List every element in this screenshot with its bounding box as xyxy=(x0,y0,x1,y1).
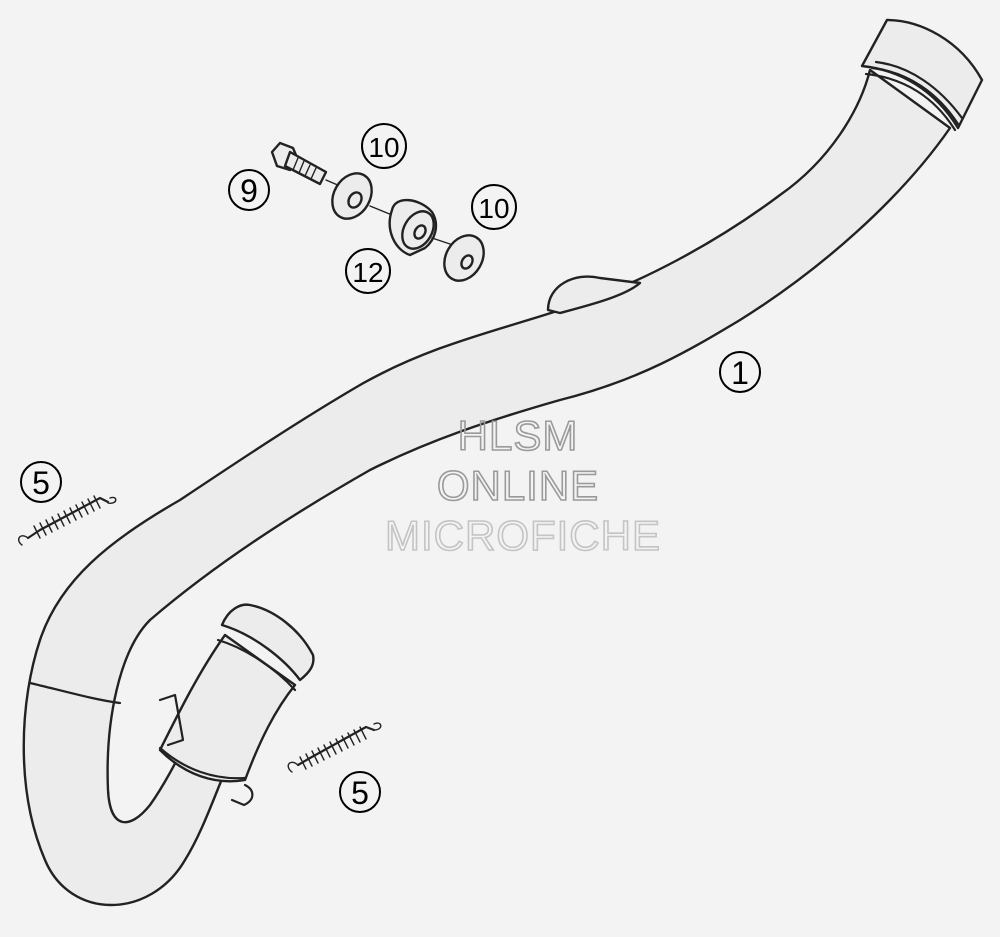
callout-spring-lower[interactable]: 5 xyxy=(339,771,381,813)
callout-washer-top[interactable]: 10 xyxy=(361,123,407,169)
watermark-line3: MICROFICHE xyxy=(385,512,661,559)
spring-lower[interactable] xyxy=(287,722,382,773)
callout-washer-right[interactable]: 10 xyxy=(471,184,517,230)
watermark: HLSM ONLINE MICROFICHE xyxy=(384,411,661,560)
washer-right[interactable] xyxy=(436,228,491,288)
screw[interactable] xyxy=(270,141,341,187)
callout-pipe[interactable]: 1 xyxy=(719,351,761,393)
washer-top[interactable] xyxy=(324,166,393,226)
svg-text:5: 5 xyxy=(351,775,369,811)
svg-text:9: 9 xyxy=(240,173,258,209)
exhaust-pipe[interactable] xyxy=(22,18,984,907)
callout-screw[interactable]: 9 xyxy=(228,169,270,211)
svg-text:10: 10 xyxy=(368,132,399,163)
callout-rubber-bushing[interactable]: 12 xyxy=(345,248,391,294)
watermark-line1: HLSM xyxy=(458,412,579,459)
svg-text:10: 10 xyxy=(478,193,509,224)
rubber-bushing[interactable] xyxy=(388,198,457,257)
callout-spring-upper[interactable]: 5 xyxy=(20,461,62,503)
spring-upper[interactable] xyxy=(18,495,117,546)
watermark-line2: ONLINE xyxy=(437,462,599,509)
svg-text:1: 1 xyxy=(731,355,749,391)
svg-text:5: 5 xyxy=(32,465,50,501)
svg-text:12: 12 xyxy=(352,257,383,288)
